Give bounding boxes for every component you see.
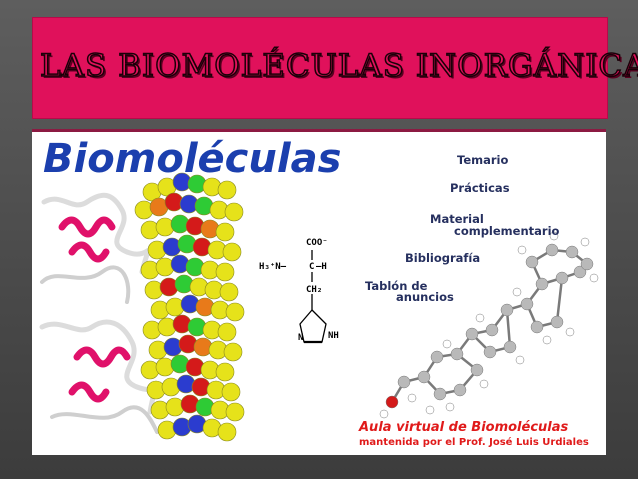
footer-aula-virtual: Aula virtual de Biomoléculas [359, 420, 569, 435]
formula-h3n: H₃⁺N— [259, 262, 287, 272]
molecule-illustration [39, 172, 599, 442]
histidine-structure [299, 250, 327, 344]
menu-anuncios[interactable]: anuncios [396, 290, 454, 304]
dna-helix [134, 172, 245, 442]
footer-mantenida: mantenida por el Prof. José Luis Urdiale… [359, 437, 589, 448]
formula-n: N [298, 333, 304, 343]
menu-tablon[interactable]: Tablón de [365, 279, 428, 293]
formula-c: C [309, 262, 315, 272]
slide-title: LAS BIOMOLÉCULAS INORGÁNICAS [39, 47, 638, 85]
menu-practicas[interactable]: Prácticas [450, 181, 510, 195]
steroid-atoms [379, 231, 599, 419]
biomoleculas-heading: Biomoléculas [43, 136, 342, 182]
formula-h: —H [316, 262, 327, 272]
formula-coo: COO⁻ [306, 238, 328, 248]
menu-material[interactable]: Material [430, 212, 484, 226]
menu-temario[interactable]: Temario [457, 153, 509, 167]
biomoleculas-image-panel: Biomoléculas Temario Prácticas Material … [32, 129, 606, 455]
protein-ribbon-top [40, 192, 151, 304]
formula-nh: NH [328, 331, 339, 341]
menu-bibliografia[interactable]: Bibliografía [405, 251, 481, 265]
menu-complementario[interactable]: complementario [454, 224, 560, 238]
protein-ribbon-bottom [39, 319, 159, 434]
formula-ch2: CH₂ [306, 285, 323, 295]
title-banner [32, 17, 608, 119]
